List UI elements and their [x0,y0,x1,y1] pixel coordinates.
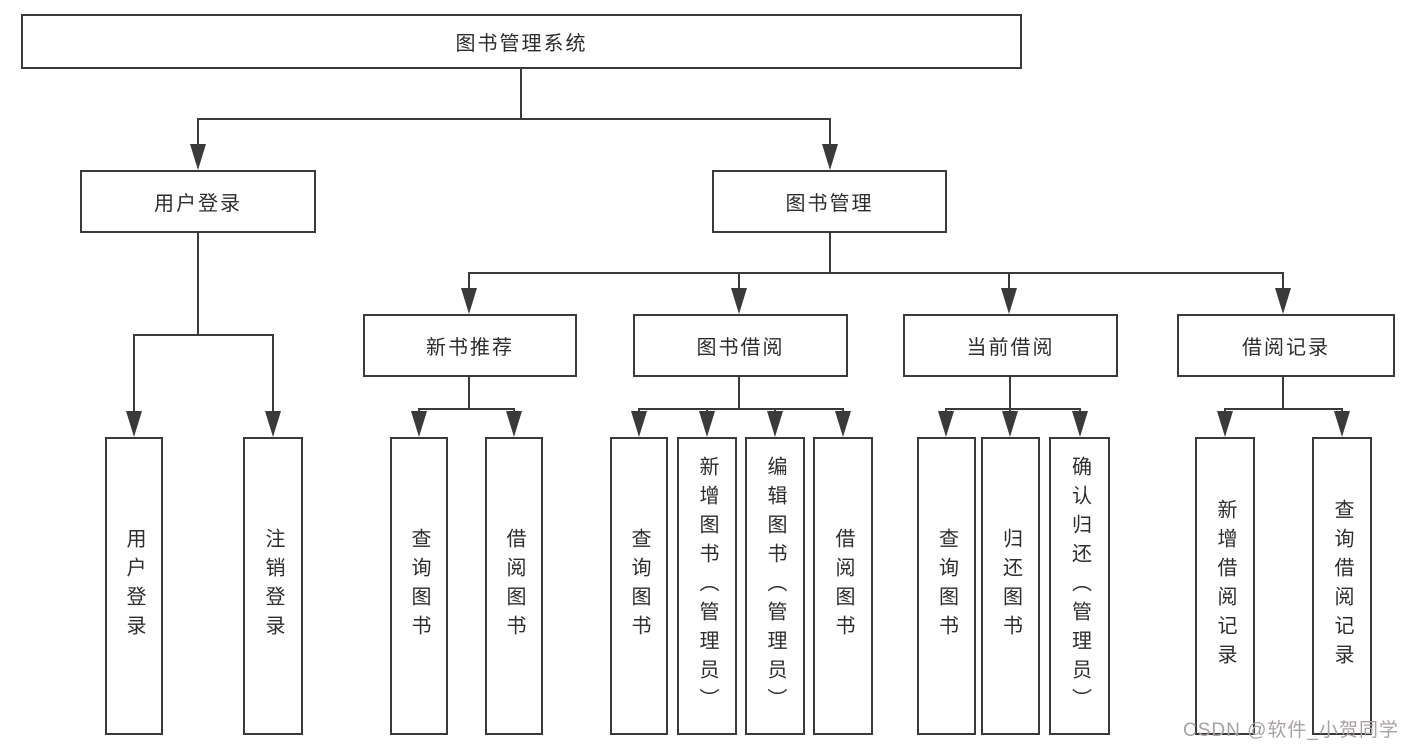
node-root: 图书管理系统 [21,14,1022,69]
leaf-current-return-books: 归还图书 [981,437,1040,735]
leaf-current-query-books: 查询图书 [917,437,976,735]
connector-line [133,334,135,414]
connector-line [738,272,740,292]
connector-line [272,334,274,414]
node-borrow-records: 借阅记录 [1177,314,1395,377]
leaf-newbook-borrow-books: 借阅图书 [485,437,543,735]
arrowhead [265,411,281,437]
arrowhead [1217,411,1233,437]
leaf-borrow-edit-books-admin: 编辑图书（管理员） [745,437,805,735]
arrowhead [822,144,838,170]
arrowhead [699,411,715,437]
leaf-current-confirm-return-admin: 确认归还（管理员） [1049,437,1110,735]
connector-line [945,408,1081,410]
arrowhead [1275,288,1291,314]
arrowhead [938,411,954,437]
leaf-records-add-record: 新增借阅记录 [1195,437,1255,735]
arrowhead [1072,411,1088,437]
leaf-logout: 注销登录 [243,437,303,735]
connector-line [1009,377,1011,410]
leaf-borrow-query-books: 查询图书 [610,437,668,735]
connector-line [738,377,740,410]
arrowhead [835,411,851,437]
arrowhead [631,411,647,437]
node-user-login: 用户登录 [80,170,316,233]
connector-line [829,118,831,148]
connector-line [1008,272,1010,292]
connector-line [418,408,515,410]
node-current-borrow: 当前借阅 [903,314,1118,377]
connector-line [468,272,1284,274]
arrowhead [190,144,206,170]
connector-line [520,69,522,120]
connector-line [197,118,831,120]
node-book-management: 图书管理 [712,170,947,233]
connector-line [197,233,199,336]
connector-line [829,233,831,274]
arrowhead [1001,288,1017,314]
connector-line [1282,272,1284,292]
leaf-borrow-borrow-books: 借阅图书 [813,437,873,735]
node-new-book-recommend: 新书推荐 [363,314,577,377]
connector-line [197,118,199,148]
arrowhead [731,288,747,314]
arrowhead [461,288,477,314]
leaf-newbook-query-books: 查询图书 [390,437,448,735]
connector-line [468,272,470,292]
arrowhead [126,411,142,437]
node-book-borrow: 图书借阅 [633,314,848,377]
connector-line [468,377,470,410]
connector-line [638,408,844,410]
arrowhead [411,411,427,437]
connector-line [1282,377,1284,410]
leaf-borrow-add-books-admin: 新增图书（管理员） [677,437,737,735]
arrowhead [1002,411,1018,437]
arrowhead [506,411,522,437]
csdn-watermark: CSDN @软件_小贺同学 [1183,720,1399,741]
leaf-user-login: 用户登录 [105,437,163,735]
connector-line [133,334,274,336]
arrowhead [767,411,783,437]
leaf-records-query-record: 查询借阅记录 [1312,437,1372,735]
arrowhead [1334,411,1350,437]
connector-line [1224,408,1343,410]
